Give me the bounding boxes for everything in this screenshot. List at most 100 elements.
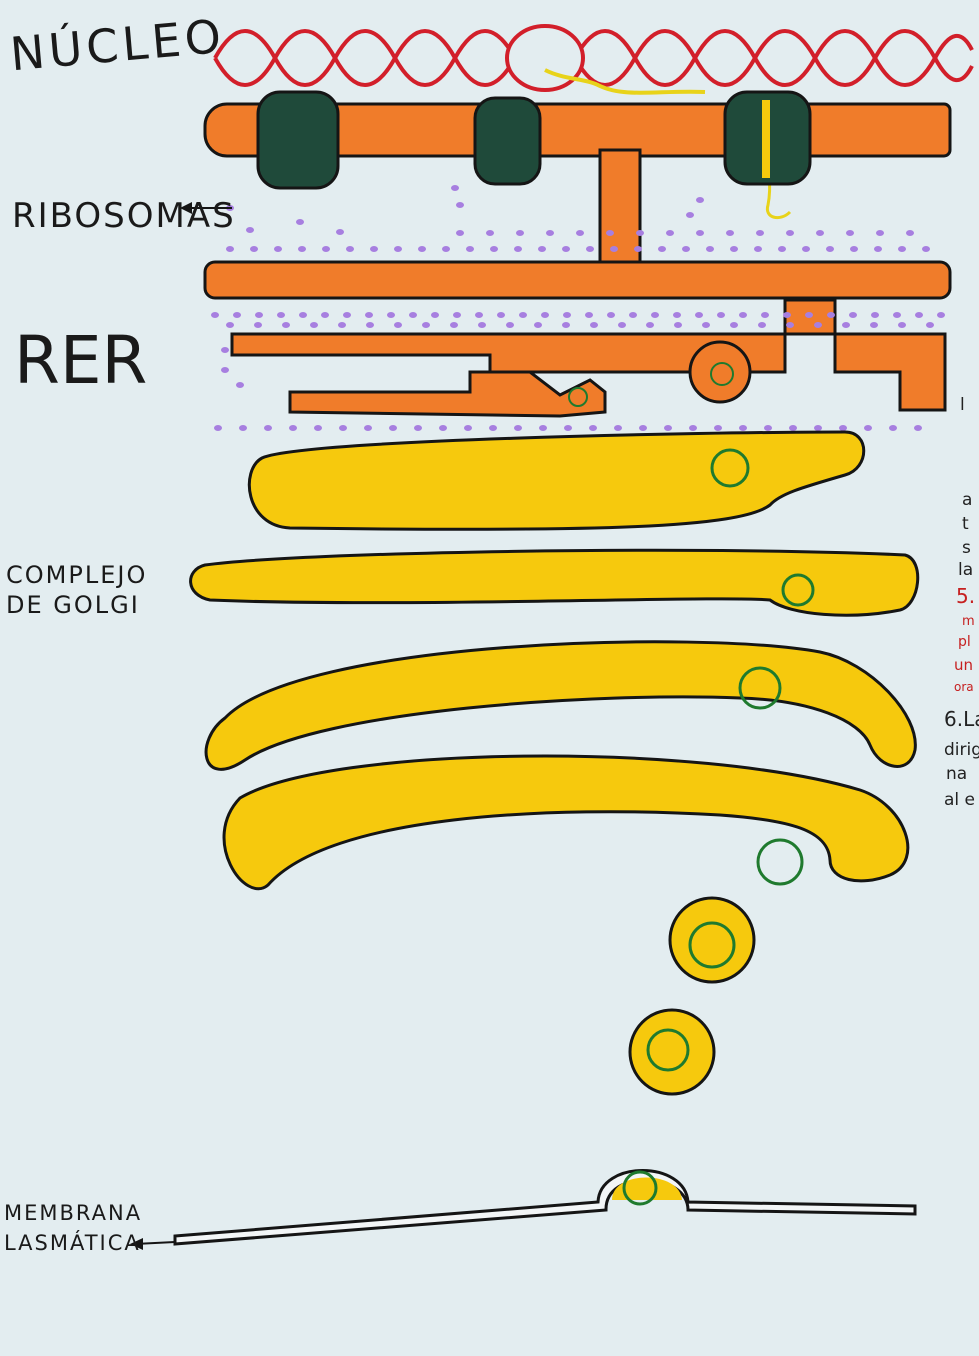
ribosome-dot — [451, 185, 459, 191]
ribosome-dot — [453, 312, 461, 318]
rer-cisterna — [205, 262, 950, 298]
ribosome-dot — [450, 322, 458, 328]
ribosome-dot — [758, 322, 766, 328]
secretory-vesicles — [630, 898, 754, 1094]
ribosome-dot — [336, 229, 344, 235]
side-note-fragment: un — [954, 656, 973, 674]
ribosome-dot — [674, 322, 682, 328]
ribosome-dot — [756, 230, 764, 236]
ribosome-dot — [714, 425, 722, 431]
ribosome-dot — [636, 230, 644, 236]
ribosome-dot — [849, 312, 857, 318]
ribosome-dot — [387, 312, 395, 318]
ribosome-dot — [937, 312, 945, 318]
ribosome-dot — [658, 246, 666, 252]
ribosome-dot — [589, 425, 597, 431]
ribosome-dot — [606, 230, 614, 236]
ribosome-dot — [564, 425, 572, 431]
ribosome-dot — [586, 246, 594, 252]
secretory-vesicle — [630, 1010, 714, 1094]
pore-channel — [762, 100, 770, 178]
ribosome-dot — [239, 425, 247, 431]
ribosome-dot — [422, 322, 430, 328]
side-note-fragment: s — [962, 538, 971, 558]
ribosome-dot — [409, 312, 417, 318]
ribosome-dot — [618, 322, 626, 328]
ribosome-dot — [646, 322, 654, 328]
golgi-cisterna — [224, 756, 908, 889]
ribosome-dot — [864, 425, 872, 431]
ribosome-dot — [538, 246, 546, 252]
side-note-fragment: la — [958, 560, 973, 580]
ribosome-dot — [289, 425, 297, 431]
ribosome-dot — [365, 312, 373, 318]
ribosome-dot — [255, 312, 263, 318]
label-golgi-line1: COMPLEJO — [6, 560, 147, 590]
label-golgi-line2: DE GOLGI — [6, 590, 147, 620]
ribosome-dot — [686, 212, 694, 218]
protein-aggregate — [758, 840, 802, 884]
ribosome-dot — [893, 312, 901, 318]
ribosome-dot — [706, 246, 714, 252]
ribosome-dot — [322, 246, 330, 252]
ribosome-dot — [519, 312, 527, 318]
ribosome-dot — [364, 425, 372, 431]
ribosome-dot — [456, 230, 464, 236]
ribosome-dot — [639, 425, 647, 431]
golgi-complex — [191, 432, 918, 889]
ribosome-dot — [254, 322, 262, 328]
ribosome-dot — [516, 230, 524, 236]
ribosome-dot — [922, 246, 930, 252]
transport-vesicle — [690, 342, 750, 402]
nuclear-pore — [258, 92, 338, 188]
ribosome-dot — [874, 246, 882, 252]
ribosome-dot — [246, 227, 254, 233]
ribosome-dot — [629, 312, 637, 318]
ribosome-dot — [590, 322, 598, 328]
ribosome-dot — [475, 312, 483, 318]
ribosome-dot — [576, 230, 584, 236]
ribosome-dot — [814, 322, 822, 328]
ribosome-dot — [394, 322, 402, 328]
envelope-segment — [518, 104, 740, 156]
ribosome-dot — [394, 246, 402, 252]
ribosome-dot — [314, 425, 322, 431]
ribosome-dot — [431, 312, 439, 318]
ribosome-dot — [370, 246, 378, 252]
ribosome-dot — [914, 425, 922, 431]
side-note-fragment: ora — [954, 680, 974, 694]
ribosome-dot — [739, 425, 747, 431]
side-note-fragment: na — [946, 764, 967, 784]
ribosome-dot — [514, 246, 522, 252]
label-golgi: COMPLEJO DE GOLGI — [6, 560, 147, 620]
ribosome-dot — [786, 230, 794, 236]
label-plasma-membrane: MEMBRANA LASMÁTICA — [4, 1198, 142, 1258]
ribosome-dot — [299, 312, 307, 318]
label-ribosomes: RIBOSOMAS — [12, 196, 236, 236]
ribosome-dot — [926, 322, 934, 328]
ribosome-dot — [541, 312, 549, 318]
dna-strand-a — [215, 31, 972, 85]
ribosome-dot — [607, 312, 615, 318]
ribosome-dot — [233, 312, 241, 318]
ribosome-dot — [754, 246, 762, 252]
dna-transcription-bubble — [507, 26, 583, 90]
side-note-fragment: 6.La — [944, 707, 979, 731]
ribosome-dot — [805, 312, 813, 318]
ribosome-dot — [816, 230, 824, 236]
ribosome-dot — [664, 425, 672, 431]
golgi-cisterna — [249, 432, 863, 529]
ribosome-dot — [689, 425, 697, 431]
ribosome-dot — [846, 230, 854, 236]
plasma-membrane — [175, 1171, 915, 1245]
ribosome-dot — [366, 322, 374, 328]
ribosome-dot — [539, 425, 547, 431]
ribosome-dot — [906, 230, 914, 236]
ribosome-dot — [214, 425, 222, 431]
ribosome-dot — [321, 312, 329, 318]
side-note-fragment: 5. — [956, 584, 975, 608]
envelope-segment — [800, 104, 950, 156]
nuclear-pore — [475, 98, 540, 184]
ribosome-dot — [778, 246, 786, 252]
